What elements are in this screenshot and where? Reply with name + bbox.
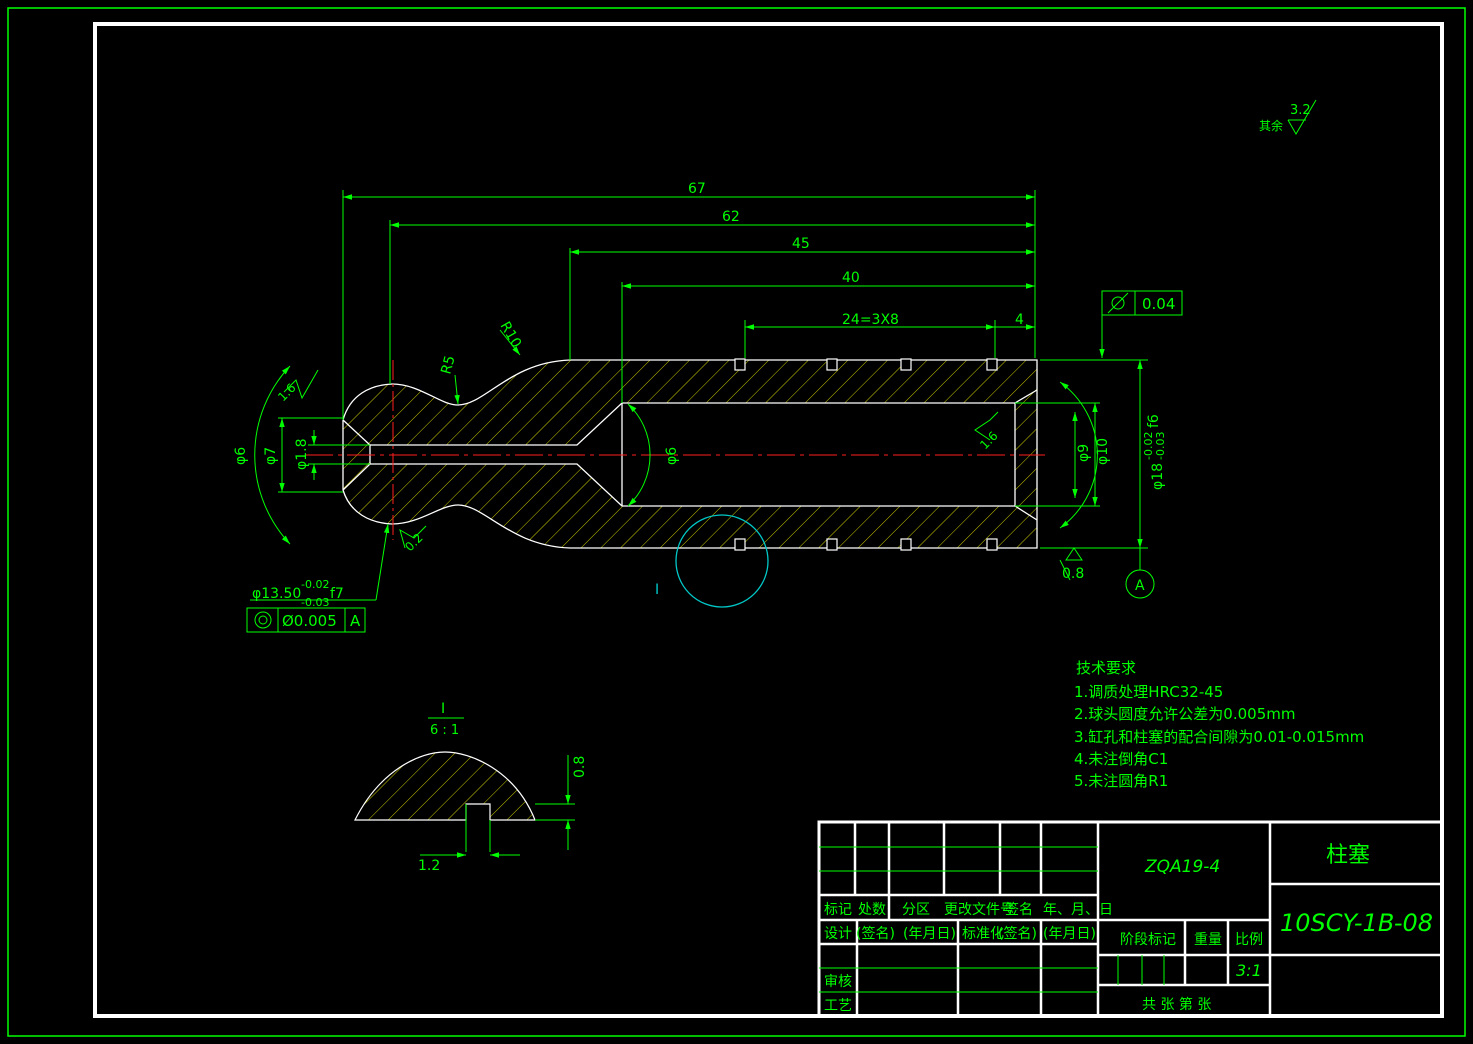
svg-text:-0.03: -0.03 bbox=[1154, 432, 1167, 460]
plunger-section bbox=[305, 358, 1045, 551]
dim-67: 67 bbox=[688, 181, 706, 197]
svg-text:-0.03: -0.03 bbox=[301, 596, 329, 609]
tb-process: 工艺 bbox=[824, 998, 852, 1014]
technical-requirements: 技术要求 1.调质处理HRC32-45 2.球头圆度允许公差为0.005mm 3… bbox=[1074, 659, 1364, 790]
tb-date2: (年月日) bbox=[1043, 926, 1096, 942]
dim-ball-phi13-5: φ13.50 -0.02 -0.03 f7 bbox=[252, 578, 344, 609]
roughness-other-value: 3.2 bbox=[1290, 103, 1311, 118]
detail-mark: I bbox=[655, 582, 659, 598]
note-3: 3.缸孔和柱塞的配合间隙为0.01-0.015mm bbox=[1074, 728, 1364, 746]
datum-a-bubble bbox=[1125, 569, 1155, 599]
dim-24-3x8: 24=3X8 bbox=[842, 312, 899, 328]
detail-dim-1-2: 1.2 bbox=[418, 858, 440, 874]
coaxiality-icon bbox=[254, 611, 272, 629]
tb-ratio: 比例 bbox=[1235, 932, 1263, 948]
svg-text:φ18: φ18 bbox=[1150, 463, 1166, 490]
dim-62: 62 bbox=[722, 209, 740, 225]
tb-sign2: (签名) bbox=[998, 925, 1037, 942]
tb-date1: (年月日) bbox=[903, 926, 956, 942]
tb-review: 审核 bbox=[824, 974, 852, 990]
outer-border bbox=[7, 7, 1466, 1037]
dim-phi10: φ10 bbox=[1095, 438, 1111, 465]
tb-h-mark: 标记 bbox=[824, 902, 852, 918]
dim-45: 45 bbox=[792, 236, 810, 252]
svg-text:φ13.50: φ13.50 bbox=[252, 586, 301, 602]
note-4: 4.未注倒角C1 bbox=[1074, 750, 1168, 768]
tb-project: ZQA19-4 bbox=[1144, 857, 1220, 877]
roughness-1-6-right: 1.6 bbox=[977, 429, 1000, 452]
detail-circle bbox=[675, 514, 769, 608]
note-5: 5.未注圆角R1 bbox=[1074, 772, 1168, 790]
drawing-frame bbox=[93, 22, 1444, 1018]
tb-std: 标准化 bbox=[962, 926, 1004, 942]
datum-a-label: A bbox=[1135, 578, 1145, 594]
svg-text:Ø0.005: Ø0.005 bbox=[282, 612, 337, 630]
dim-phi9: φ9 bbox=[1076, 444, 1092, 462]
roughness-other-label: 其余 bbox=[1259, 118, 1283, 133]
part-body-hatch bbox=[342, 359, 1038, 549]
dim-ball-phi6: φ6 bbox=[233, 447, 249, 465]
notes-title: 技术要求 bbox=[1076, 659, 1136, 677]
note-1: 1.调质处理HRC32-45 bbox=[1074, 683, 1223, 701]
svg-text:f7: f7 bbox=[330, 586, 344, 602]
tb-h-sign: 签名 bbox=[1005, 901, 1033, 918]
detail-dim-0-8: 0.8 bbox=[572, 756, 588, 778]
svg-text:0.04: 0.04 bbox=[1142, 295, 1175, 313]
dim-r10: R10 bbox=[497, 319, 525, 351]
dim-chamfer-phi6: φ6 bbox=[664, 447, 680, 465]
detail-title: I bbox=[441, 701, 445, 717]
tb-sheets: 共 张 第 张 bbox=[1142, 996, 1211, 1013]
detail-view: I 6 : 1 1.2 0.8 bbox=[354, 701, 588, 874]
dim-phi1-8: φ1.8 bbox=[294, 439, 310, 471]
title-block: 标记 处数 分区 更改文件号 签名 年、月、日 设计 (签名) (年月日) 标准… bbox=[817, 820, 1444, 1018]
tb-weight: 重量 bbox=[1194, 932, 1222, 948]
roughness-0-8: 0.8 bbox=[1062, 566, 1084, 582]
svg-text:-0.02: -0.02 bbox=[1142, 432, 1155, 460]
note-2: 2.球头圆度允许公差为0.005mm bbox=[1074, 705, 1295, 723]
roughness-0-2: 0.2 bbox=[402, 531, 425, 554]
dim-r5: R5 bbox=[438, 354, 458, 376]
dim-40: 40 bbox=[842, 270, 860, 286]
tb-part-name: 柱塞 bbox=[1326, 843, 1370, 868]
svg-text:A: A bbox=[350, 612, 361, 630]
dim-phi7: φ7 bbox=[263, 447, 279, 465]
cylindricity-icon bbox=[1111, 296, 1125, 310]
detail-scale: 6 : 1 bbox=[430, 723, 459, 738]
tb-scale: 3:1 bbox=[1236, 961, 1262, 980]
dimension-lines bbox=[250, 190, 1148, 601]
roughness-1-6-left: 1.6 bbox=[275, 381, 298, 404]
roughness-symbols bbox=[283, 99, 1317, 581]
svg-text:-0.02: -0.02 bbox=[301, 578, 329, 591]
tb-h-date: 年、月、日 bbox=[1043, 902, 1113, 918]
svg-text:f6: f6 bbox=[1146, 414, 1162, 428]
tb-design: 设计 bbox=[824, 926, 852, 942]
dim-4: 4 bbox=[1015, 312, 1024, 328]
tb-drawing-no: 10SCY-1B-08 bbox=[1280, 909, 1433, 937]
tb-h-doc: 更改文件号 bbox=[944, 902, 1014, 918]
coaxiality-frame: Ø0.005 A bbox=[246, 607, 366, 633]
tb-h-zone: 分区 bbox=[902, 902, 930, 918]
tb-h-count: 处数 bbox=[858, 902, 886, 918]
tb-stage: 阶段标记 bbox=[1120, 932, 1176, 948]
cylindricity-frame: 0.04 bbox=[1101, 290, 1183, 316]
dim-phi18: φ18 -0.02 -0.03 f6 bbox=[1142, 414, 1167, 490]
tb-sign1: (签名) bbox=[856, 925, 895, 942]
